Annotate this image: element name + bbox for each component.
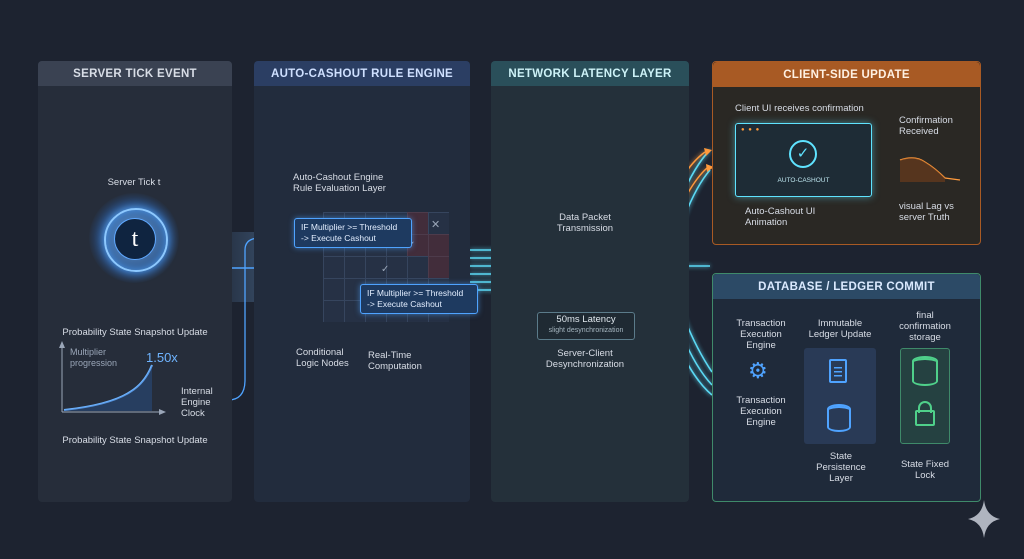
txn-label-top: Transaction Execution Engine xyxy=(736,318,786,351)
snapshot-label-bottom: Probability State Snapshot Update xyxy=(62,435,208,446)
ledger-label: Immutable Ledger Update xyxy=(808,318,872,340)
grid-cell-highlight xyxy=(407,212,428,256)
clock-label: Internal Engine Clock xyxy=(181,386,213,419)
latency-sub: slight desynchronization xyxy=(548,327,624,334)
receive-label: Client UI receives confirmation xyxy=(735,103,864,114)
storage-icon xyxy=(912,356,938,386)
snapshot-label-top: Probability State Snapshot Update xyxy=(62,327,208,338)
database-panel: DATABASE / LEDGER COMMIT xyxy=(712,273,981,502)
latency-label: 50ms Latency xyxy=(556,314,616,325)
desync-label: Server-Client Desynchronization xyxy=(545,348,625,370)
lock-shackle xyxy=(918,401,932,413)
tick-ring xyxy=(104,208,168,272)
gear-icon: ⚙ xyxy=(748,358,768,383)
tick-core: t xyxy=(114,218,156,260)
latency-box: 50ms Latency slight desynchronization xyxy=(537,312,635,340)
conditional-label: Conditional Logic Nodes xyxy=(296,347,349,369)
multiplier-value: 1.50x xyxy=(146,350,178,365)
lock-label: State Fixed Lock xyxy=(900,459,950,481)
txn-label-bottom: Transaction Execution Engine xyxy=(736,395,786,428)
tick-label: Server Tick t xyxy=(107,177,161,188)
panel-header: AUTO-CASHOUT RULE ENGINE xyxy=(254,61,470,86)
close-icon: ✕ xyxy=(431,219,441,231)
confirm-label: Confirmation Received xyxy=(899,115,953,137)
grid-cell-highlight xyxy=(428,234,449,278)
window-text: AUTO-CASHOUT xyxy=(777,177,830,184)
panel-header: CLIENT-SIDE UPDATE xyxy=(713,62,980,87)
check-icon: ✓ xyxy=(381,264,390,275)
lag-label: visual Lag vs server Truth xyxy=(899,201,954,223)
rule-node-1: IF Multiplier >= Threshold -> Execute Ca… xyxy=(294,218,412,248)
document-icon xyxy=(829,359,847,383)
curve-label: Multiplier progression xyxy=(70,347,118,368)
rule-node-2: IF Multiplier >= Threshold -> Execute Ca… xyxy=(360,284,478,314)
realtime-label: Real-Time Computation xyxy=(368,350,422,372)
network-panel: NETWORK LATENCY LAYER xyxy=(491,61,689,502)
panel-header: DATABASE / LEDGER COMMIT xyxy=(713,274,980,299)
layer-label: Auto-Cashout Engine Rule Evaluation Laye… xyxy=(293,172,386,194)
client-window: ● ● ● ✓ AUTO-CASHOUT xyxy=(735,123,872,197)
panel-header: NETWORK LATENCY LAYER xyxy=(491,61,689,86)
panel-header: SERVER TICK EVENT xyxy=(38,61,232,86)
persistence-label: State Persistence Layer xyxy=(816,451,866,484)
tick-glyph: t xyxy=(131,225,139,252)
animation-label: Auto-Cashout UI Animation xyxy=(745,206,816,228)
packet-label: Data Packet Transmission xyxy=(556,212,614,234)
final-label: final confirmation storage xyxy=(899,310,951,343)
check-circle-icon: ✓ xyxy=(789,140,817,168)
database-icon xyxy=(827,404,851,432)
window-dots: ● ● ● xyxy=(741,127,761,133)
